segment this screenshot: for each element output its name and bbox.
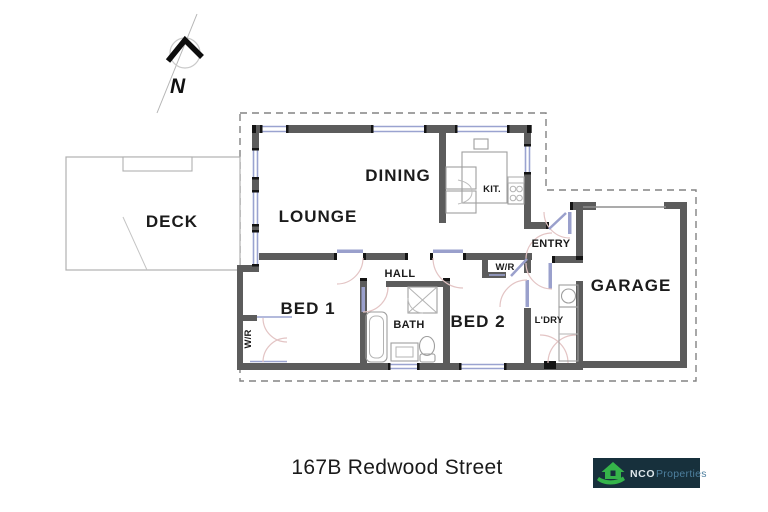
address-title: 167B Redwood Street bbox=[291, 456, 502, 479]
logo-suffix-text: Properties bbox=[656, 468, 707, 480]
room-label-garage: GARAGE bbox=[591, 276, 672, 295]
room-label-bed1: BED 1 bbox=[280, 299, 335, 318]
room-label-hall: HALL bbox=[385, 268, 416, 280]
room-label-kitchen: KIT. bbox=[483, 184, 501, 195]
room-label-wr-bed2: W/R bbox=[495, 262, 514, 273]
bed2-door bbox=[433, 249, 463, 253]
pantry-door bbox=[457, 179, 473, 205]
bed1-door bbox=[337, 249, 363, 253]
bathtub bbox=[365, 311, 388, 363]
kitchen-fridge bbox=[445, 166, 477, 190]
sliding-door bbox=[252, 230, 259, 267]
wr2-door bbox=[510, 258, 528, 277]
north-arrow-head bbox=[165, 35, 204, 63]
kitchen-pantry bbox=[445, 190, 477, 214]
room-label-wr-bed1: W/R bbox=[243, 329, 254, 348]
bed2-side-door bbox=[525, 280, 529, 307]
shower bbox=[407, 286, 438, 314]
room-label-bed2: BED 2 bbox=[450, 312, 505, 331]
entry-house-door bbox=[548, 212, 567, 230]
site-boundary bbox=[239, 112, 697, 382]
front-door bbox=[568, 212, 572, 234]
toilet bbox=[418, 335, 436, 363]
north-label: N bbox=[170, 75, 186, 98]
window bbox=[260, 125, 289, 133]
kitchen-counter bbox=[461, 151, 508, 204]
window bbox=[524, 144, 531, 175]
room-labels: LOUNGE DINING KIT. ENTRY GARAGE BED 1 BE… bbox=[243, 166, 672, 349]
room-label-laundry: L'DRY bbox=[535, 315, 564, 326]
house-icon bbox=[597, 462, 625, 485]
bathroom-fixtures bbox=[365, 286, 438, 363]
window bbox=[252, 148, 259, 180]
laundry-fixtures bbox=[558, 284, 579, 362]
window bbox=[459, 363, 507, 370]
window bbox=[371, 125, 427, 133]
washing-machine bbox=[558, 284, 579, 308]
brand-logo: NCO Properties bbox=[593, 458, 707, 488]
deck: DECK bbox=[65, 156, 241, 271]
north-arrow: N bbox=[156, 13, 204, 114]
wr1-bifold bbox=[262, 317, 288, 343]
window bbox=[388, 363, 420, 370]
logo-brand-text: NCO bbox=[630, 468, 655, 480]
bath-door bbox=[361, 287, 365, 312]
room-label-dining: DINING bbox=[365, 166, 431, 185]
room-label-lounge: LOUNGE bbox=[279, 207, 358, 226]
window bbox=[455, 125, 510, 133]
windows bbox=[250, 125, 531, 370]
vanity bbox=[390, 342, 419, 362]
window bbox=[252, 190, 259, 227]
room-label-deck: DECK bbox=[146, 212, 198, 231]
room-label-entry: ENTRY bbox=[532, 238, 571, 250]
laundry-door-swing bbox=[539, 334, 569, 364]
doors bbox=[262, 211, 577, 364]
kitchen-stove bbox=[507, 176, 525, 205]
corridor-door bbox=[548, 263, 552, 289]
kitchen-fixtures bbox=[445, 138, 525, 214]
deck-step bbox=[122, 156, 193, 172]
kitchen-sink bbox=[473, 138, 489, 150]
room-label-bath: BATH bbox=[393, 319, 424, 331]
